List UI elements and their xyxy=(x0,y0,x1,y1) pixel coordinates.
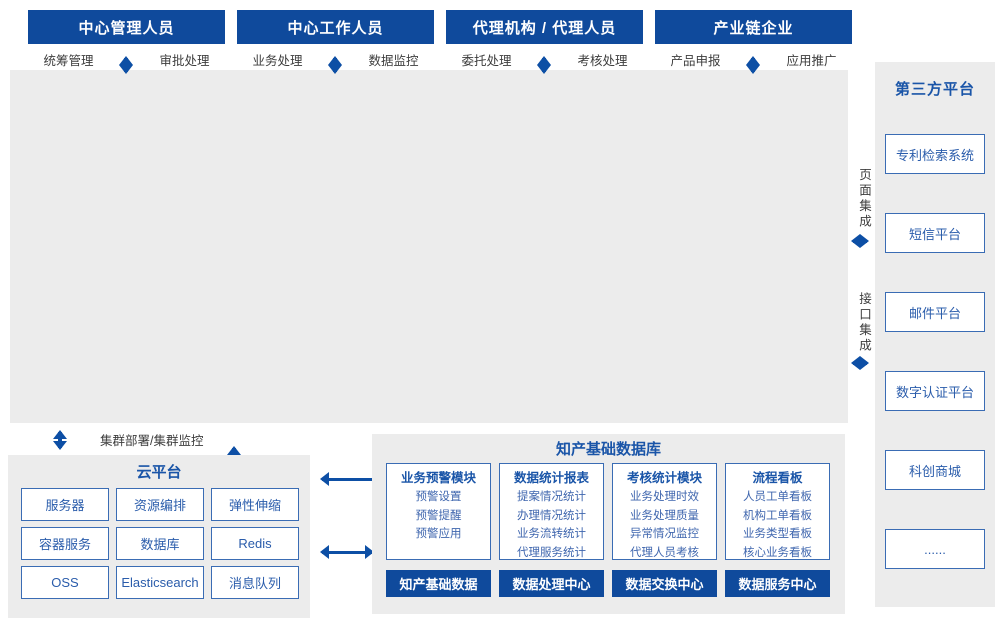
db-module-header: 数据统计报表 xyxy=(513,471,589,485)
menu-item: 业务处理时效 xyxy=(630,491,699,503)
double-arrow-vertical-icon xyxy=(746,56,761,74)
third-party-box: 科创商城 xyxy=(885,450,985,490)
double-arrow-horizontal-icon xyxy=(320,545,374,559)
menu-item: 提案情况统计 xyxy=(517,491,586,503)
cloud-cell: 服务器 xyxy=(21,488,109,521)
third-party-box: ...... xyxy=(885,529,985,569)
db-module-items: 人员工单看板 机构工单看板 业务类型看板 核心业务看板 xyxy=(726,488,829,562)
menu-item: 业务类型看板 xyxy=(743,528,812,540)
db-pill: 数据服务中心 xyxy=(725,570,830,597)
menu-item: 办理情况统计 xyxy=(517,509,586,522)
actor-roles: 委托处理 考核处理 xyxy=(446,50,643,74)
menu-item: 代理服务统计 xyxy=(517,546,586,559)
third-party-box: 专利检索系统 xyxy=(885,134,985,174)
double-arrow-vertical-icon xyxy=(328,56,343,74)
actor-roles: 统筹管理 审批处理 xyxy=(28,50,225,74)
double-arrow-horizontal-icon xyxy=(851,234,869,248)
actor-role-right: 审批处理 xyxy=(159,54,210,68)
menu-item: 机构工单看板 xyxy=(743,509,812,522)
menu-item: 异常情况监控 xyxy=(630,528,699,540)
double-arrow-vertical-icon xyxy=(53,430,67,450)
third-party-box: 数字认证平台 xyxy=(885,371,985,411)
actor-group: 中心管理人员 统筹管理 审批处理 xyxy=(28,10,225,74)
actor-group: 产业链企业 产品申报 应用推广 xyxy=(655,10,852,74)
actor-group: 中心工作人员 业务处理 数据监控 xyxy=(237,10,434,74)
db-module: 业务预警模块 预警设置 预警提醒 预警应用 xyxy=(386,463,491,560)
cloud-cell: 弹性伸缩 xyxy=(211,488,299,521)
cloud-platform-title: 云平台 xyxy=(136,464,182,481)
actor-role-right: 数据监控 xyxy=(368,54,419,68)
integration-label-page: 页面集成 xyxy=(857,168,871,230)
db-modules: 业务预警模块 预警设置 预警提醒 预警应用 数据统计报表 xyxy=(386,463,831,560)
third-party-boxes: 专利检索系统 短信平台 邮件平台 数字认证平台 科创商城 ...... xyxy=(885,134,985,569)
cloud-cell: Elasticsearch xyxy=(116,566,204,599)
menu-item: 人员工单看板 xyxy=(743,491,812,503)
db-module-items: 业务处理时效 业务处理质量 异常情况监控 代理人员考核 xyxy=(613,488,716,562)
double-arrow-vertical-icon xyxy=(537,56,552,74)
menu-item: 业务处理质量 xyxy=(630,509,699,522)
third-party-panel: 第三方平台 专利检索系统 短信平台 邮件平台 数字认证平台 科创商城 .....… xyxy=(875,62,995,607)
ip-database-title: 知产基础数据库 xyxy=(555,441,661,458)
double-arrow-vertical-icon xyxy=(119,56,134,74)
integration-label-api: 接口集成 xyxy=(857,292,871,354)
db-pill: 数据处理中心 xyxy=(499,570,604,597)
menu-item: 预警提醒 xyxy=(415,509,462,522)
actor-role-right: 考核处理 xyxy=(577,54,628,68)
actor-bars: 中心管理人员 统筹管理 审批处理 中心工作人员 业务处理 数据监控 代理机构 /… xyxy=(28,10,852,74)
actor-title-bar: 中心工作人员 xyxy=(237,10,434,44)
cloud-cell: Redis xyxy=(211,527,299,560)
actor-role-left: 委托处理 xyxy=(461,54,512,68)
actor-role-left: 业务处理 xyxy=(252,54,303,68)
third-party-box: 邮件平台 xyxy=(885,292,985,332)
cloud-cell: 消息队列 xyxy=(211,566,299,599)
cloud-cell: OSS xyxy=(21,566,109,599)
menu-item: 业务流转统计 xyxy=(517,528,586,540)
cloud-cells: 服务器 资源编排 弹性伸缩 容器服务 数据库 Redis OSS Elastic… xyxy=(21,488,299,599)
actor-title-bar: 产业链企业 xyxy=(655,10,852,44)
db-module-items: 预警设置 预警提醒 预警应用 xyxy=(387,488,490,544)
db-module-header: 流程看板 xyxy=(752,471,803,485)
db-module-items: 提案情况统计 办理情况统计 业务流转统计 代理服务统计 xyxy=(500,488,603,562)
actor-title-bar: 中心管理人员 xyxy=(28,10,225,44)
actor-roles: 产品申报 应用推广 xyxy=(655,50,852,74)
db-module: 流程看板 人员工单看板 机构工单看板 业务类型看板 核心业务看板 xyxy=(725,463,830,560)
actor-role-right: 应用推广 xyxy=(786,54,837,68)
platform-panel xyxy=(10,70,848,423)
double-arrow-horizontal-icon xyxy=(851,356,869,370)
cloud-cell: 数据库 xyxy=(116,527,204,560)
actor-role-left: 产品申报 xyxy=(670,54,721,68)
actor-title-bar: 代理机构 / 代理人员 xyxy=(446,10,643,44)
arrow-left-icon xyxy=(320,472,372,486)
menu-item: 核心业务看板 xyxy=(743,546,812,559)
third-party-box: 短信平台 xyxy=(885,213,985,253)
actor-roles: 业务处理 数据监控 xyxy=(237,50,434,74)
third-party-title: 第三方平台 xyxy=(894,81,975,98)
menu-item: 预警设置 xyxy=(415,491,462,503)
db-module: 数据统计报表 提案情况统计 办理情况统计 业务流转统计 代理服务统计 xyxy=(499,463,604,560)
menu-item: 代理人员考核 xyxy=(630,546,699,559)
db-pill: 数据交换中心 xyxy=(612,570,717,597)
cloud-platform-panel: 云平台 服务器 资源编排 弹性伸缩 容器服务 数据库 Redis OSS Ela… xyxy=(8,455,310,618)
db-module-header: 业务预警模块 xyxy=(400,471,476,485)
ip-database-panel: 知产基础数据库 业务预警模块 预警设置 预警提醒 预警应用 xyxy=(372,434,845,614)
actor-role-left: 统筹管理 xyxy=(43,54,94,68)
db-module-header: 考核统计模块 xyxy=(626,471,702,485)
cloud-cell: 容器服务 xyxy=(21,527,109,560)
menu-item: 预警应用 xyxy=(415,528,462,540)
db-pills: 知产基础数据 数据处理中心 数据交换中心 数据服务中心 xyxy=(386,570,831,597)
db-pill: 知产基础数据 xyxy=(386,570,491,597)
cluster-note: 集群部署/集群监控 xyxy=(100,434,204,448)
actor-group: 代理机构 / 代理人员 委托处理 考核处理 xyxy=(446,10,643,74)
cloud-cell: 资源编排 xyxy=(116,488,204,521)
db-module: 考核统计模块 业务处理时效 业务处理质量 异常情况监控 代理人员考核 xyxy=(612,463,717,560)
